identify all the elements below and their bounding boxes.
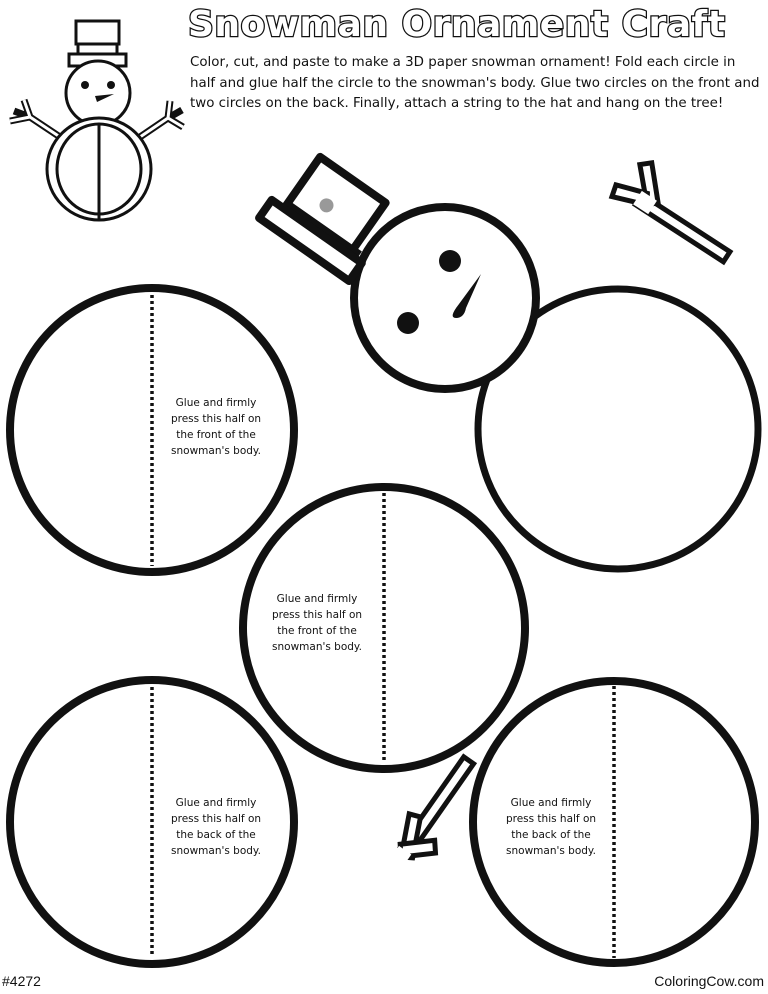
site-brand-link[interactable]: ColoringCow.com: [654, 973, 764, 989]
glue-instruction-bottom-left: Glue and firmly press this half on the b…: [170, 797, 262, 857]
body-circle-bottom-right: [469, 677, 759, 967]
page-title: Snowman Ornament Craft: [187, 3, 726, 47]
body-circle-bottom-left: [6, 676, 298, 968]
body-circle-top-right: [474, 285, 762, 573]
snowman-example-icon: [9, 19, 185, 222]
body-circle-top-left: [6, 284, 298, 576]
instructions-text: Color, cut, and paste to make a 3D paper…: [190, 55, 760, 111]
stick-arm-top-right-icon: [608, 159, 734, 266]
stick-arm-bottom-icon: [389, 753, 478, 868]
body-circle-middle: [239, 483, 529, 773]
snowman-head-piece: [255, 152, 540, 393]
glue-instruction-bottom-right: Glue and firmly press this half on the b…: [505, 797, 597, 857]
glue-instruction-top-left: Glue and firmly press this half on the f…: [170, 397, 262, 457]
worksheet-id: #4272: [2, 973, 41, 989]
glue-instruction-middle: Glue and firmly press this half on the f…: [271, 593, 363, 653]
